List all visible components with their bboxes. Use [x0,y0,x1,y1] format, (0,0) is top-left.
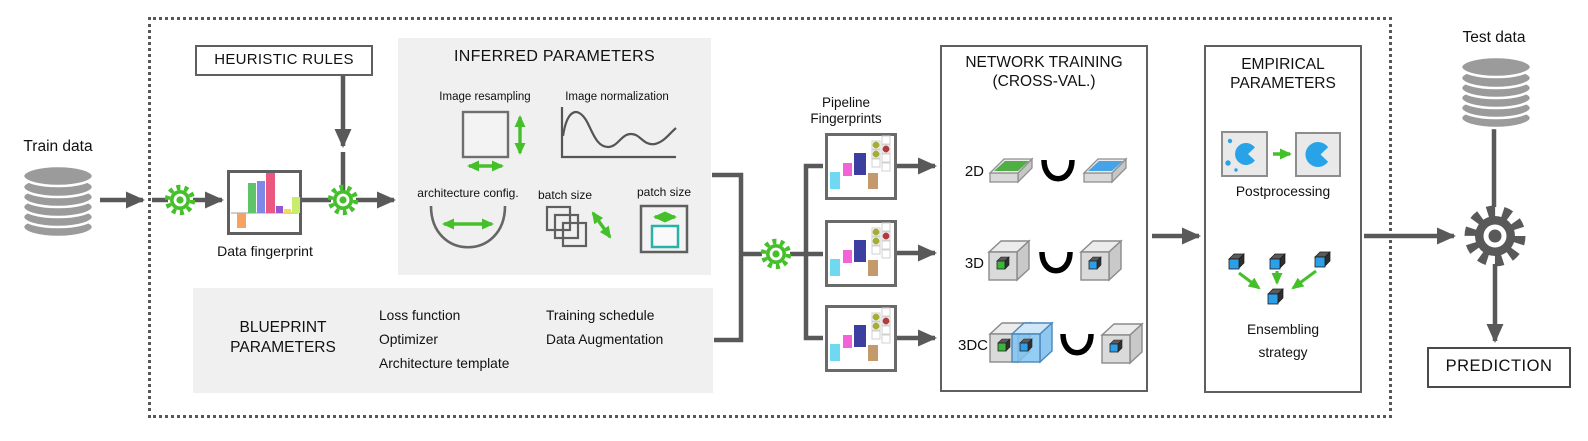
gear-icon [327,184,359,216]
pipeline-fingerprint-chart [830,222,891,276]
prediction-box [1427,347,1571,388]
cube-3d-blue-icon [1100,322,1144,365]
blueprint-items-col2: Training schedule Data Augmentation [546,304,663,352]
blueprint-items-col1: Loss function Optimizer Architecture tem… [379,304,509,376]
union-icon [1039,251,1073,274]
image-normalization-label: Image normalization [565,91,669,103]
batch-size-icon [545,205,612,248]
test-database-icon [1459,55,1533,130]
image-resampling-icon [461,110,526,172]
image-resampling-label: Image resampling [439,91,531,103]
network-training-title-line1: NETWORK TRAINING [965,54,1123,71]
row-label-3dc: 3DC [957,337,988,354]
inferred-parameters-title: INFERRED PARAMETERS [454,48,655,65]
data-fingerprint-chart [231,173,300,228]
empirical-title-line1: EMPIRICAL [1241,56,1325,73]
data-fingerprint-label: Data fingerprint [217,243,313,259]
train-database-icon [21,164,95,239]
union-icon [1060,333,1094,356]
pipeline-fingerprint-chart [830,307,891,361]
network-training-title-line2: (CROSS-VAL.) [992,73,1096,90]
blueprint-parameters-panel [193,288,713,393]
blueprint-item: Optimizer [379,332,439,347]
test-data-label: Test data [1462,29,1526,46]
heuristic-rules-label: HEURISTIC RULES [214,51,354,68]
batch-size-label: batch size [537,188,593,202]
heuristic-rules-box [195,45,373,76]
blueprint-item: Loss function [379,308,461,323]
patch-size-label: patch size [636,185,692,199]
pipeline-label-line1: Pipeline [821,95,871,110]
cube-3d-green-icon [987,239,1031,282]
train-data-label: Train data [23,138,93,155]
slab-2d-blue-icon [1082,157,1128,184]
row-label-2d: 2D [964,163,984,180]
pipeline-label-line2: Fingerprints [810,111,882,126]
empirical-parameters-box [1204,45,1362,393]
ensembling-icon [1228,251,1331,305]
ensembling-label-line2: strategy [1258,345,1308,360]
prediction-label: PREDICTION [1445,357,1553,375]
blueprint-item: Architecture template [379,356,510,371]
blueprint-title-line1: BLUEPRINT [239,319,327,336]
gear-icon [164,184,196,216]
postprocessing-label: Postprocessing [1235,184,1331,199]
dotted-boundary [148,17,1392,418]
patch-size-icon [639,204,689,254]
pipeline-fingerprint-chart [830,135,891,189]
postprocessing-icon [1221,131,1341,177]
blueprint-title-line2: PARAMETERS [230,339,336,356]
architecture-config-label: architecture config. [417,186,519,200]
cube-3d-blue-icon [1079,239,1123,282]
inference-gear-icon [1464,205,1526,267]
blueprint-item: Training schedule [546,308,655,323]
gear-icon [760,238,792,270]
empirical-title-line2: PARAMETERS [1230,75,1336,92]
slab-2d-green-icon [988,157,1034,184]
flow-arrows [100,76,1504,347]
pipeline-fingerprints-label: Pipeline Fingerprints [786,95,906,127]
blueprint-parameters-title: BLUEPRINT PARAMETERS [203,318,363,358]
cube-cascade-icon [988,321,1054,364]
row-label-3d: 3D [964,255,984,272]
ensembling-strategy-label: Ensembling strategy [1204,318,1362,364]
network-training-title: NETWORK TRAINING (CROSS-VAL.) [940,53,1148,91]
ensembling-label-line1: Ensembling [1246,322,1320,337]
image-normalization-icon [560,107,677,159]
blueprint-item: Data Augmentation [546,332,664,347]
union-icon [1041,159,1075,182]
empirical-parameters-title: EMPIRICAL PARAMETERS [1204,55,1362,93]
architecture-config-icon [429,205,507,249]
